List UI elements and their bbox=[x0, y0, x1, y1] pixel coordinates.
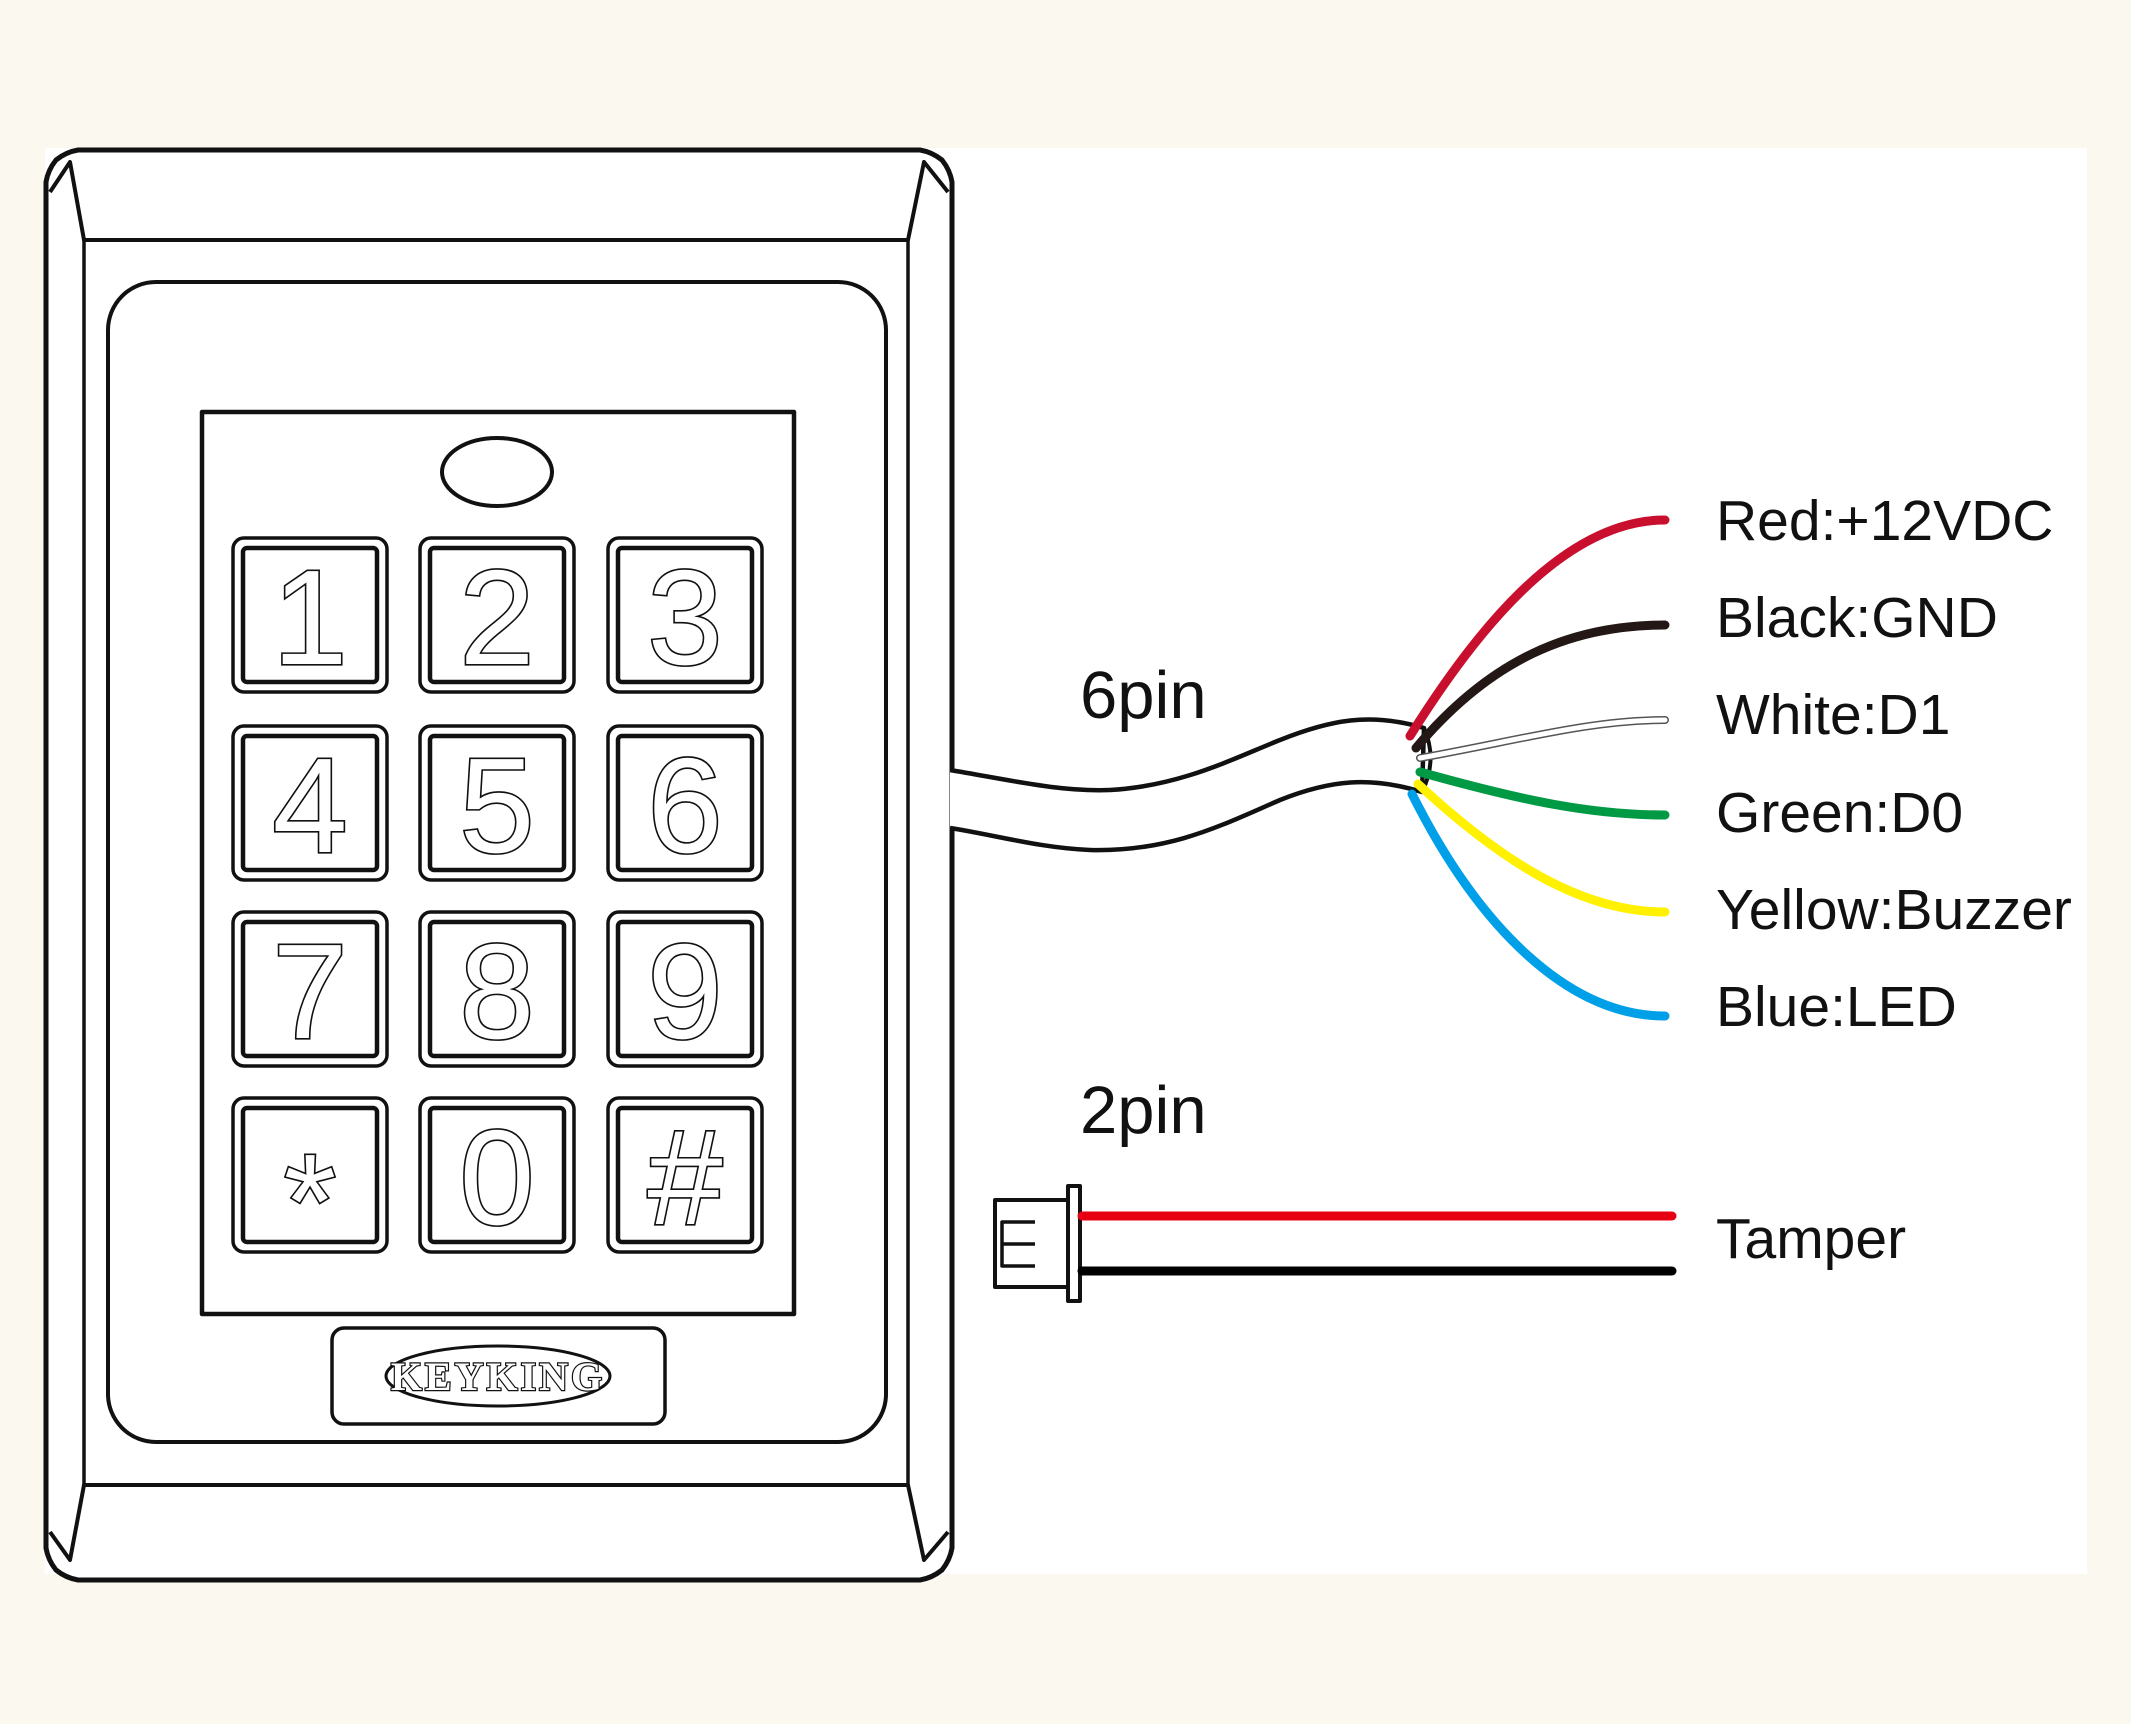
wire-red-line bbox=[1405, 515, 1670, 741]
key-0-label: 0 bbox=[459, 1102, 534, 1253]
key-0-button[interactable]: 0 bbox=[418, 1096, 576, 1255]
brand-badge bbox=[384, 1344, 612, 1408]
wire-green bbox=[1415, 767, 1670, 820]
wire-label-white: White:D1 bbox=[1716, 683, 1950, 747]
key-1-label: 1 bbox=[272, 542, 347, 693]
key-inner-frame bbox=[427, 919, 567, 1059]
key-9-button[interactable]: 9 bbox=[606, 910, 764, 1069]
key-inner-frame bbox=[615, 733, 755, 873]
wire-white bbox=[1416, 716, 1669, 762]
key-5-label: 5 bbox=[459, 730, 534, 881]
key-2-label: 2 bbox=[459, 542, 534, 693]
wire-label-black: Black:GND bbox=[1716, 586, 1998, 650]
key-8-label: 8 bbox=[459, 916, 534, 1067]
key-4-label: 4 bbox=[272, 730, 347, 881]
wire-black-line bbox=[1411, 620, 1670, 753]
wire-label-yellow: Yellow:Buzzer bbox=[1716, 878, 2072, 942]
key-5-button[interactable]: 5 bbox=[418, 724, 576, 883]
key-hash-label: # bbox=[647, 1102, 722, 1253]
key-2-button[interactable]: 2 bbox=[418, 536, 576, 695]
key-6-button[interactable]: 6 bbox=[606, 724, 764, 883]
key-3-label: 3 bbox=[647, 542, 722, 693]
key-inner-frame bbox=[615, 1105, 755, 1245]
wire-label-blue: Blue:LED bbox=[1716, 975, 1957, 1039]
key-3-button[interactable]: 3 bbox=[606, 536, 764, 695]
key-star-label: * bbox=[284, 1126, 337, 1277]
key-inner-frame bbox=[427, 1105, 567, 1245]
key-inner-frame bbox=[615, 919, 755, 1059]
key-star-button[interactable]: * bbox=[231, 1096, 389, 1279]
housing-bottom-bevel bbox=[48, 1483, 950, 1562]
key-inner-frame bbox=[427, 545, 567, 685]
wire-blue-line bbox=[1407, 789, 1670, 1021]
key-9-label: 9 bbox=[647, 916, 722, 1067]
key-7-button[interactable]: 7 bbox=[231, 910, 389, 1069]
key-4-button[interactable]: 4 bbox=[231, 724, 389, 883]
key-inner-frame bbox=[240, 1105, 380, 1245]
wire-white-core bbox=[1417, 717, 1668, 761]
wire-blue bbox=[1407, 789, 1670, 1021]
key-7-label: 7 bbox=[272, 916, 347, 1067]
wire-yellow bbox=[1413, 779, 1670, 917]
key-hash-button[interactable]: # bbox=[606, 1096, 764, 1255]
key-6-label: 6 bbox=[647, 730, 722, 881]
led-indicator bbox=[440, 436, 554, 508]
wire-black bbox=[1411, 620, 1670, 753]
wire-yellow-line bbox=[1413, 779, 1670, 917]
key-1-button[interactable]: 1 bbox=[231, 536, 389, 695]
key-inner-frame bbox=[615, 545, 755, 685]
connector-2pin-flange bbox=[1066, 1184, 1082, 1303]
connector-2pin-housing bbox=[993, 1198, 1068, 1289]
key-inner-frame bbox=[240, 545, 380, 685]
wire-fanout-6pin bbox=[1405, 515, 1670, 1021]
connector-2pin-label: 2pin bbox=[1080, 1073, 1207, 1148]
tamper-label: Tamper bbox=[1716, 1207, 1906, 1271]
connector-2pin-latch bbox=[1000, 1220, 1035, 1268]
key-inner-frame bbox=[240, 919, 380, 1059]
connector-2pin bbox=[993, 1184, 1082, 1303]
wire-red bbox=[1405, 515, 1670, 741]
wire-label-red: Red:+12VDC bbox=[1716, 489, 2053, 553]
key-inner-frame bbox=[427, 733, 567, 873]
key-inner-frame bbox=[240, 733, 380, 873]
wire-green-line bbox=[1415, 767, 1670, 820]
key-8-button[interactable]: 8 bbox=[418, 910, 576, 1069]
wire-label-green: Green:D0 bbox=[1716, 781, 1963, 845]
brand-logo: KEYKING bbox=[391, 1354, 605, 1399]
connector-6pin-label: 6pin bbox=[1080, 658, 1207, 733]
housing-top-bevel bbox=[48, 160, 950, 242]
